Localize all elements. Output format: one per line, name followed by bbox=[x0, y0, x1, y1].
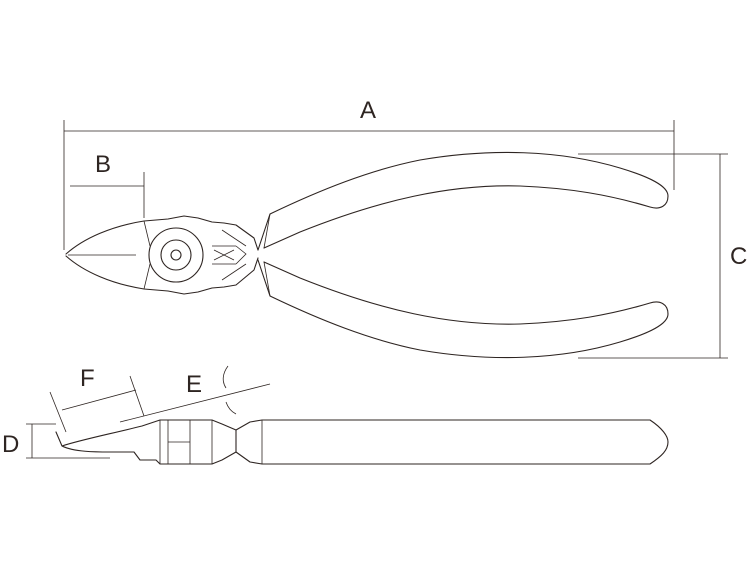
dimension-label-b: B bbox=[95, 151, 111, 178]
pivot-middle bbox=[160, 239, 192, 271]
dimension-label-e: E bbox=[186, 371, 202, 398]
dimension-e: E bbox=[119, 365, 271, 423]
upper-handle-outer bbox=[257, 151, 669, 251]
dimension-label-f: F bbox=[80, 365, 95, 392]
neck-line-upper bbox=[221, 229, 247, 247]
upper-jaw bbox=[65, 215, 259, 255]
dimension-b: B bbox=[70, 151, 145, 218]
lower-handle-grip-start bbox=[263, 261, 271, 297]
side-jaw bbox=[55, 419, 237, 465]
blade-bevel-lower bbox=[143, 263, 151, 290]
neck-line-lower bbox=[221, 263, 247, 281]
dimension-label-a: A bbox=[360, 97, 376, 124]
dimension-label-d: D bbox=[2, 431, 19, 458]
pliers-side-view bbox=[55, 419, 669, 465]
blade-bevel-upper bbox=[143, 220, 151, 247]
upper-handle-grip-start bbox=[263, 213, 271, 249]
dimension-f: F bbox=[49, 365, 145, 433]
dimension-label-c: C bbox=[730, 243, 747, 270]
pivot-outer bbox=[148, 227, 204, 283]
return-spring bbox=[212, 245, 247, 265]
dimension-c: C bbox=[578, 153, 747, 359]
pliers-top-view bbox=[65, 151, 669, 359]
lower-jaw bbox=[65, 255, 259, 295]
pivot-rivet bbox=[170, 249, 182, 261]
lower-handle-outer bbox=[257, 259, 669, 359]
dimension-d: D bbox=[2, 423, 110, 459]
dimension-a: A bbox=[63, 97, 675, 250]
side-handle bbox=[235, 419, 669, 465]
